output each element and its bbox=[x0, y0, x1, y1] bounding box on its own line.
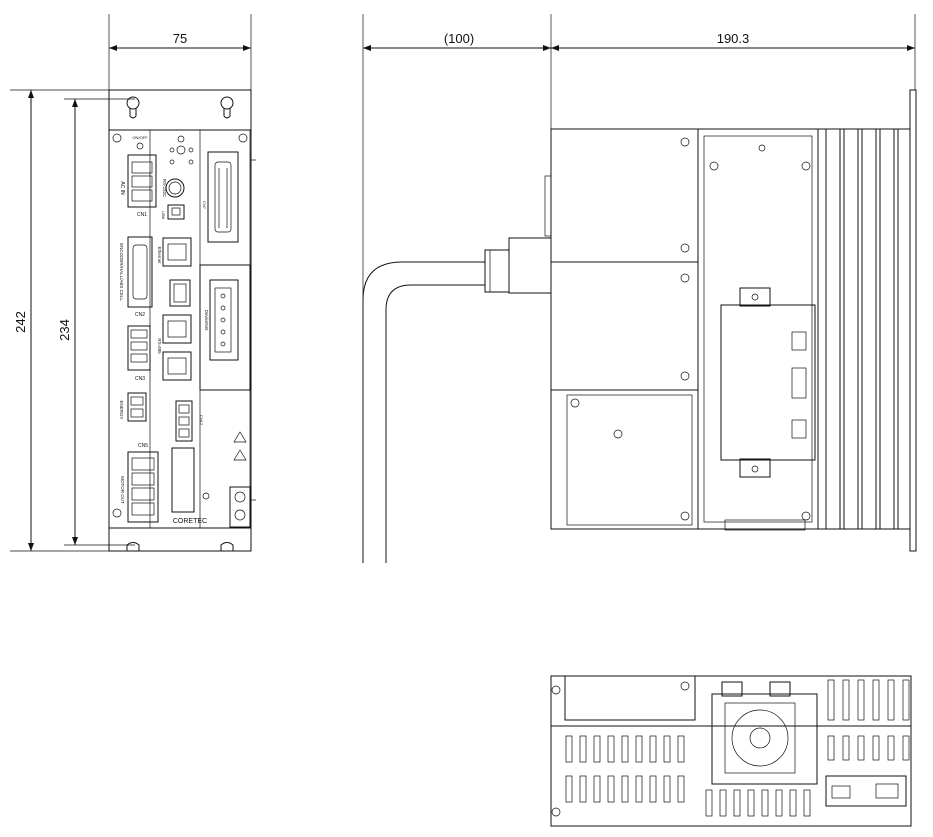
warning-icon-1 bbox=[233, 431, 247, 443]
energy-label: ENERGY bbox=[119, 400, 124, 419]
usb-label: USB bbox=[161, 211, 166, 220]
ethernet-port bbox=[162, 237, 192, 267]
cooling-fan bbox=[711, 693, 818, 785]
devicenet-module bbox=[199, 264, 251, 391]
screw bbox=[801, 511, 811, 521]
cn12-terminal bbox=[175, 400, 193, 442]
heatsink-fins bbox=[817, 89, 917, 552]
screw bbox=[680, 681, 690, 691]
ac-in-label: AC IN bbox=[119, 181, 125, 195]
front-view: 75 242 234 bbox=[10, 14, 256, 552]
screw bbox=[680, 243, 690, 253]
rs232c-port bbox=[165, 178, 185, 198]
onoff-label: ON/OFF bbox=[132, 135, 148, 140]
screw bbox=[112, 133, 122, 143]
front-panel bbox=[108, 129, 252, 529]
screw bbox=[758, 144, 766, 152]
cn2-label: CN2 bbox=[135, 312, 145, 318]
energy-terminal bbox=[127, 392, 147, 422]
screw bbox=[551, 685, 561, 695]
cn1-label: CN1 bbox=[137, 212, 147, 218]
outer-height-dimension-label: 242 bbox=[13, 311, 28, 333]
cable-connector-body bbox=[508, 237, 552, 294]
bottom-slot-right bbox=[220, 542, 234, 551]
blank-plate bbox=[171, 447, 195, 513]
cable-plug bbox=[484, 249, 510, 293]
bottom-fins bbox=[827, 679, 910, 761]
encoder-label: ENCODER/HALL/ABS CELL bbox=[119, 243, 124, 301]
screw bbox=[680, 137, 690, 147]
depth-dimension-label: 190.3 bbox=[717, 31, 750, 46]
screw bbox=[680, 511, 690, 521]
devicenet-label: DeviceNet bbox=[204, 310, 209, 332]
cn12-label: CN12 bbox=[199, 415, 204, 426]
bottom-connector-block bbox=[825, 775, 907, 807]
cn3-label: CN3 bbox=[135, 376, 145, 382]
usb-port bbox=[167, 204, 185, 220]
bottom-view bbox=[550, 675, 912, 827]
screw bbox=[680, 273, 690, 283]
rs485-label: RS-485 bbox=[157, 338, 162, 354]
cn5-label: CN5 bbox=[138, 443, 148, 449]
width-dimension-label: 75 bbox=[173, 31, 187, 46]
screw bbox=[238, 133, 248, 143]
cable-inner bbox=[385, 284, 485, 563]
encoder-connector bbox=[127, 236, 153, 308]
side-view: (100) 190.3 bbox=[362, 14, 917, 563]
cn7-label: CN7 bbox=[202, 201, 207, 210]
cable-clearance-label: (100) bbox=[444, 31, 474, 46]
bottom-plate bbox=[564, 675, 696, 721]
screw bbox=[112, 508, 122, 518]
motor-out-label: MOTOR OUT bbox=[120, 476, 125, 504]
cn7-connector bbox=[207, 151, 239, 243]
screw bbox=[751, 293, 759, 301]
front-flange bbox=[108, 89, 252, 552]
keyhole-slot-top-right bbox=[220, 96, 234, 119]
rotary-switch-2 bbox=[176, 145, 186, 155]
inner-height-dimension-label: 234 bbox=[57, 319, 72, 341]
screw bbox=[801, 161, 811, 171]
ground-block bbox=[229, 486, 251, 528]
rs232c-label: RS-232C bbox=[162, 179, 167, 198]
cable-outer bbox=[362, 261, 485, 563]
brand-label: CORETEC bbox=[173, 518, 207, 525]
rs485-port-2 bbox=[162, 351, 192, 381]
bottom-outline bbox=[550, 675, 912, 827]
screw bbox=[680, 371, 690, 381]
ac-in-terminal bbox=[127, 154, 157, 208]
devicenet-connector bbox=[209, 279, 239, 361]
rear-flange bbox=[909, 89, 917, 552]
rotary-switch-1 bbox=[177, 135, 185, 143]
screw bbox=[709, 161, 719, 171]
screw bbox=[551, 807, 561, 817]
ground-symbol bbox=[202, 492, 210, 500]
ethernet-label: Ethernet bbox=[157, 246, 162, 264]
side-bracket bbox=[720, 304, 816, 461]
rs485-port-1 bbox=[162, 314, 192, 344]
bottom-slot-left bbox=[126, 542, 140, 551]
power-led bbox=[136, 142, 144, 150]
keyhole-slot-top-left bbox=[126, 96, 140, 119]
side-body-front-section bbox=[550, 128, 699, 530]
screw bbox=[613, 429, 623, 439]
warning-icon-2 bbox=[233, 449, 247, 461]
vent-slots bbox=[565, 735, 811, 817]
cn3-terminal bbox=[127, 325, 151, 371]
screw bbox=[751, 465, 759, 473]
usb-a-port bbox=[169, 279, 191, 307]
screw bbox=[570, 398, 580, 408]
motor-out-terminal bbox=[127, 451, 159, 523]
